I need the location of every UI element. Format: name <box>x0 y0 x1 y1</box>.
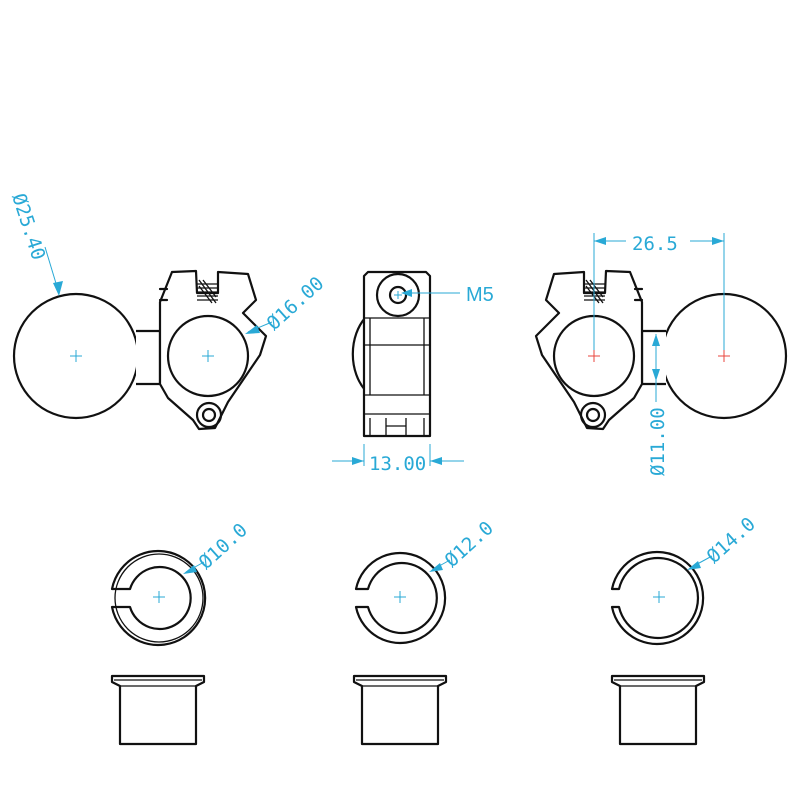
center-mark-screw <box>394 291 402 299</box>
spacer-small-top: Ø10.0 <box>110 519 252 647</box>
dim-spacer-small: Ø10.0 <box>195 519 252 574</box>
screw-tip-right <box>633 287 644 302</box>
neck-left <box>136 329 162 386</box>
spacer-large-top: Ø14.0 <box>610 513 760 646</box>
center-mark-ball-right <box>718 350 730 362</box>
spacer-large-side <box>610 674 706 746</box>
screw-thread-left <box>197 279 218 304</box>
left-view: Ø25.40 Ø16.00 <box>7 191 329 431</box>
screw-head-outer <box>375 272 421 318</box>
center-mark-ball-left <box>70 350 82 362</box>
center-mark-bore-right <box>588 350 600 362</box>
center-view: M5 13.00 <box>332 270 494 475</box>
dim-ball-diameter: Ø25.40 <box>7 191 49 263</box>
dim-spacer-large: Ø14.0 <box>703 513 760 568</box>
dim-clamp-bore: Ø16.00 <box>263 272 329 334</box>
dim-clamp-width: 13.00 <box>369 453 426 475</box>
clamp-front-body <box>362 270 432 438</box>
dim-screw-thread: M5 <box>466 284 494 306</box>
hinge-outer-left <box>195 401 223 429</box>
spacer-small-side <box>110 674 206 746</box>
right-view: 26.5 Ø11.00 <box>534 233 788 476</box>
dim-center-distance: 26.5 <box>632 233 678 255</box>
center-mark-bore-left <box>202 350 214 362</box>
clamp-front-details <box>364 317 430 415</box>
spacer-medium-side <box>352 674 448 746</box>
dim-spacer-medium: Ø12.0 <box>441 517 498 572</box>
screw-head-socket <box>388 285 408 305</box>
hinge-hole-right <box>585 407 601 423</box>
hinge-outer-right <box>579 401 607 429</box>
dim-neck-diameter: Ø11.00 <box>647 407 669 476</box>
neck-right <box>640 329 666 386</box>
spacer-medium-top: Ø12.0 <box>354 517 498 645</box>
screw-tip-left <box>158 287 169 302</box>
hinge-hole-left <box>201 407 217 423</box>
ball-behind-center <box>351 316 367 392</box>
clamp-front-base <box>369 418 425 436</box>
